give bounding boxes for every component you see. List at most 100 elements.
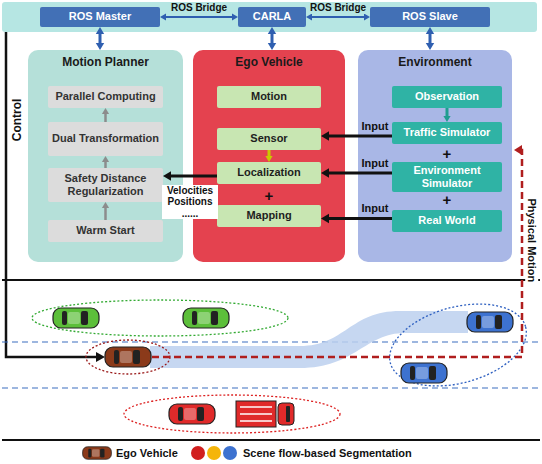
connector — [102, 108, 109, 122]
legend-car-icon — [83, 447, 112, 460]
connector-line — [99, 33, 102, 45]
connector-line — [327, 172, 392, 175]
control-label: Control — [11, 98, 25, 143]
arrowhead — [265, 156, 272, 162]
box-label: Dual Transformation — [52, 132, 159, 145]
arrowhead — [268, 27, 276, 34]
ros-box: ROS Slave — [370, 7, 490, 27]
legend-text: Scene flow-based Segmentation — [243, 447, 412, 460]
red-car — [169, 404, 215, 424]
connector-line — [327, 217, 392, 220]
connector-line — [165, 16, 233, 18]
connector-line — [446, 108, 449, 117]
arrowhead — [102, 202, 109, 208]
connector — [102, 202, 109, 220]
process-box: Localization — [217, 162, 321, 184]
legend-circle — [191, 446, 205, 460]
physical-motion-label: Physical Motion — [526, 197, 539, 283]
arrowhead — [268, 43, 276, 50]
arrowhead — [96, 27, 104, 34]
box-label: Mapping — [246, 209, 291, 222]
plus-sign: + — [443, 191, 452, 208]
physical-motion-arrowhead — [514, 145, 522, 155]
connector-line — [104, 207, 107, 220]
blue-car — [401, 363, 447, 383]
process-box: Dual Transformation — [48, 122, 163, 156]
box-label: Motion — [251, 90, 287, 103]
process-box: Observation — [392, 86, 502, 108]
lane-divider — [2, 341, 540, 342]
panel-title: Environment — [358, 55, 512, 69]
panel-title: Ego Vehicle — [193, 55, 345, 69]
connector-line — [327, 135, 392, 138]
connector — [96, 27, 104, 50]
process-box: Motion — [217, 86, 321, 108]
legend-circle — [207, 446, 221, 460]
process-box: Traffic Simulator — [392, 122, 502, 144]
connector-line — [104, 113, 107, 122]
box-label: Sensor — [250, 132, 287, 145]
road-edge — [2, 439, 540, 441]
plus-sign: + — [443, 145, 452, 162]
blue-car — [467, 312, 513, 332]
red-truck — [236, 401, 294, 427]
arrowhead — [102, 156, 109, 162]
process-box: Real World — [392, 210, 502, 232]
edge-label: Velocities Positions ...... — [162, 185, 218, 220]
arrowhead — [364, 13, 370, 20]
connector-line — [429, 33, 432, 45]
box-label: Localization — [237, 166, 301, 179]
process-box: Safety Distance Regularization — [48, 168, 163, 202]
connector — [102, 156, 109, 168]
top-bar — [2, 2, 537, 32]
connector — [160, 13, 238, 20]
arrowhead — [96, 43, 104, 50]
edge-label: ROS Bridge — [308, 2, 368, 14]
plus-sign: + — [265, 187, 274, 204]
connector — [321, 168, 392, 178]
ros-box: CARLA — [238, 7, 306, 27]
arrowhead — [426, 27, 434, 34]
connector-line — [271, 33, 274, 45]
connector — [265, 150, 272, 162]
road-edge — [2, 279, 540, 281]
arrowhead — [160, 13, 166, 20]
arrowhead — [321, 168, 329, 178]
ros-box: ROS Master — [40, 7, 160, 27]
arrowhead — [306, 13, 312, 20]
segmentation-ellipse — [32, 300, 288, 336]
panel-title: Motion Planner — [28, 55, 183, 69]
connector — [426, 27, 434, 50]
connector — [443, 108, 450, 122]
connector — [306, 13, 370, 20]
connector — [321, 214, 392, 224]
arrowhead — [232, 13, 238, 20]
box-label: CARLA — [253, 10, 292, 23]
arrowhead — [163, 171, 171, 181]
edge-label: Input — [360, 120, 391, 133]
ego-car — [105, 347, 151, 367]
arrowhead — [321, 131, 329, 141]
box-label: Observation — [415, 90, 479, 103]
segmentation-ellipse — [124, 395, 340, 433]
edge-label: Input — [360, 157, 391, 170]
legend-circle — [223, 446, 237, 460]
edge-label: Input — [360, 202, 391, 215]
box-label: ROS Master — [69, 10, 131, 23]
edge-label: ROS Bridge — [169, 2, 229, 14]
box-label: Warm Start — [76, 224, 134, 237]
connector-line — [311, 16, 365, 18]
lane-divider — [2, 387, 540, 388]
arrowhead — [426, 43, 434, 50]
box-label: Traffic Simulator — [404, 126, 491, 139]
box-label: Real World — [418, 214, 475, 227]
green-car — [53, 308, 99, 328]
legend-text: Ego Vehicle — [116, 447, 178, 460]
green-car — [183, 308, 229, 328]
box-label: Environment Simulator — [396, 164, 498, 190]
process-box: Sensor — [217, 128, 321, 150]
arrowhead — [102, 108, 109, 114]
arrowhead — [321, 214, 329, 224]
process-box: Mapping — [217, 205, 321, 227]
process-box: Environment Simulator — [392, 162, 502, 192]
